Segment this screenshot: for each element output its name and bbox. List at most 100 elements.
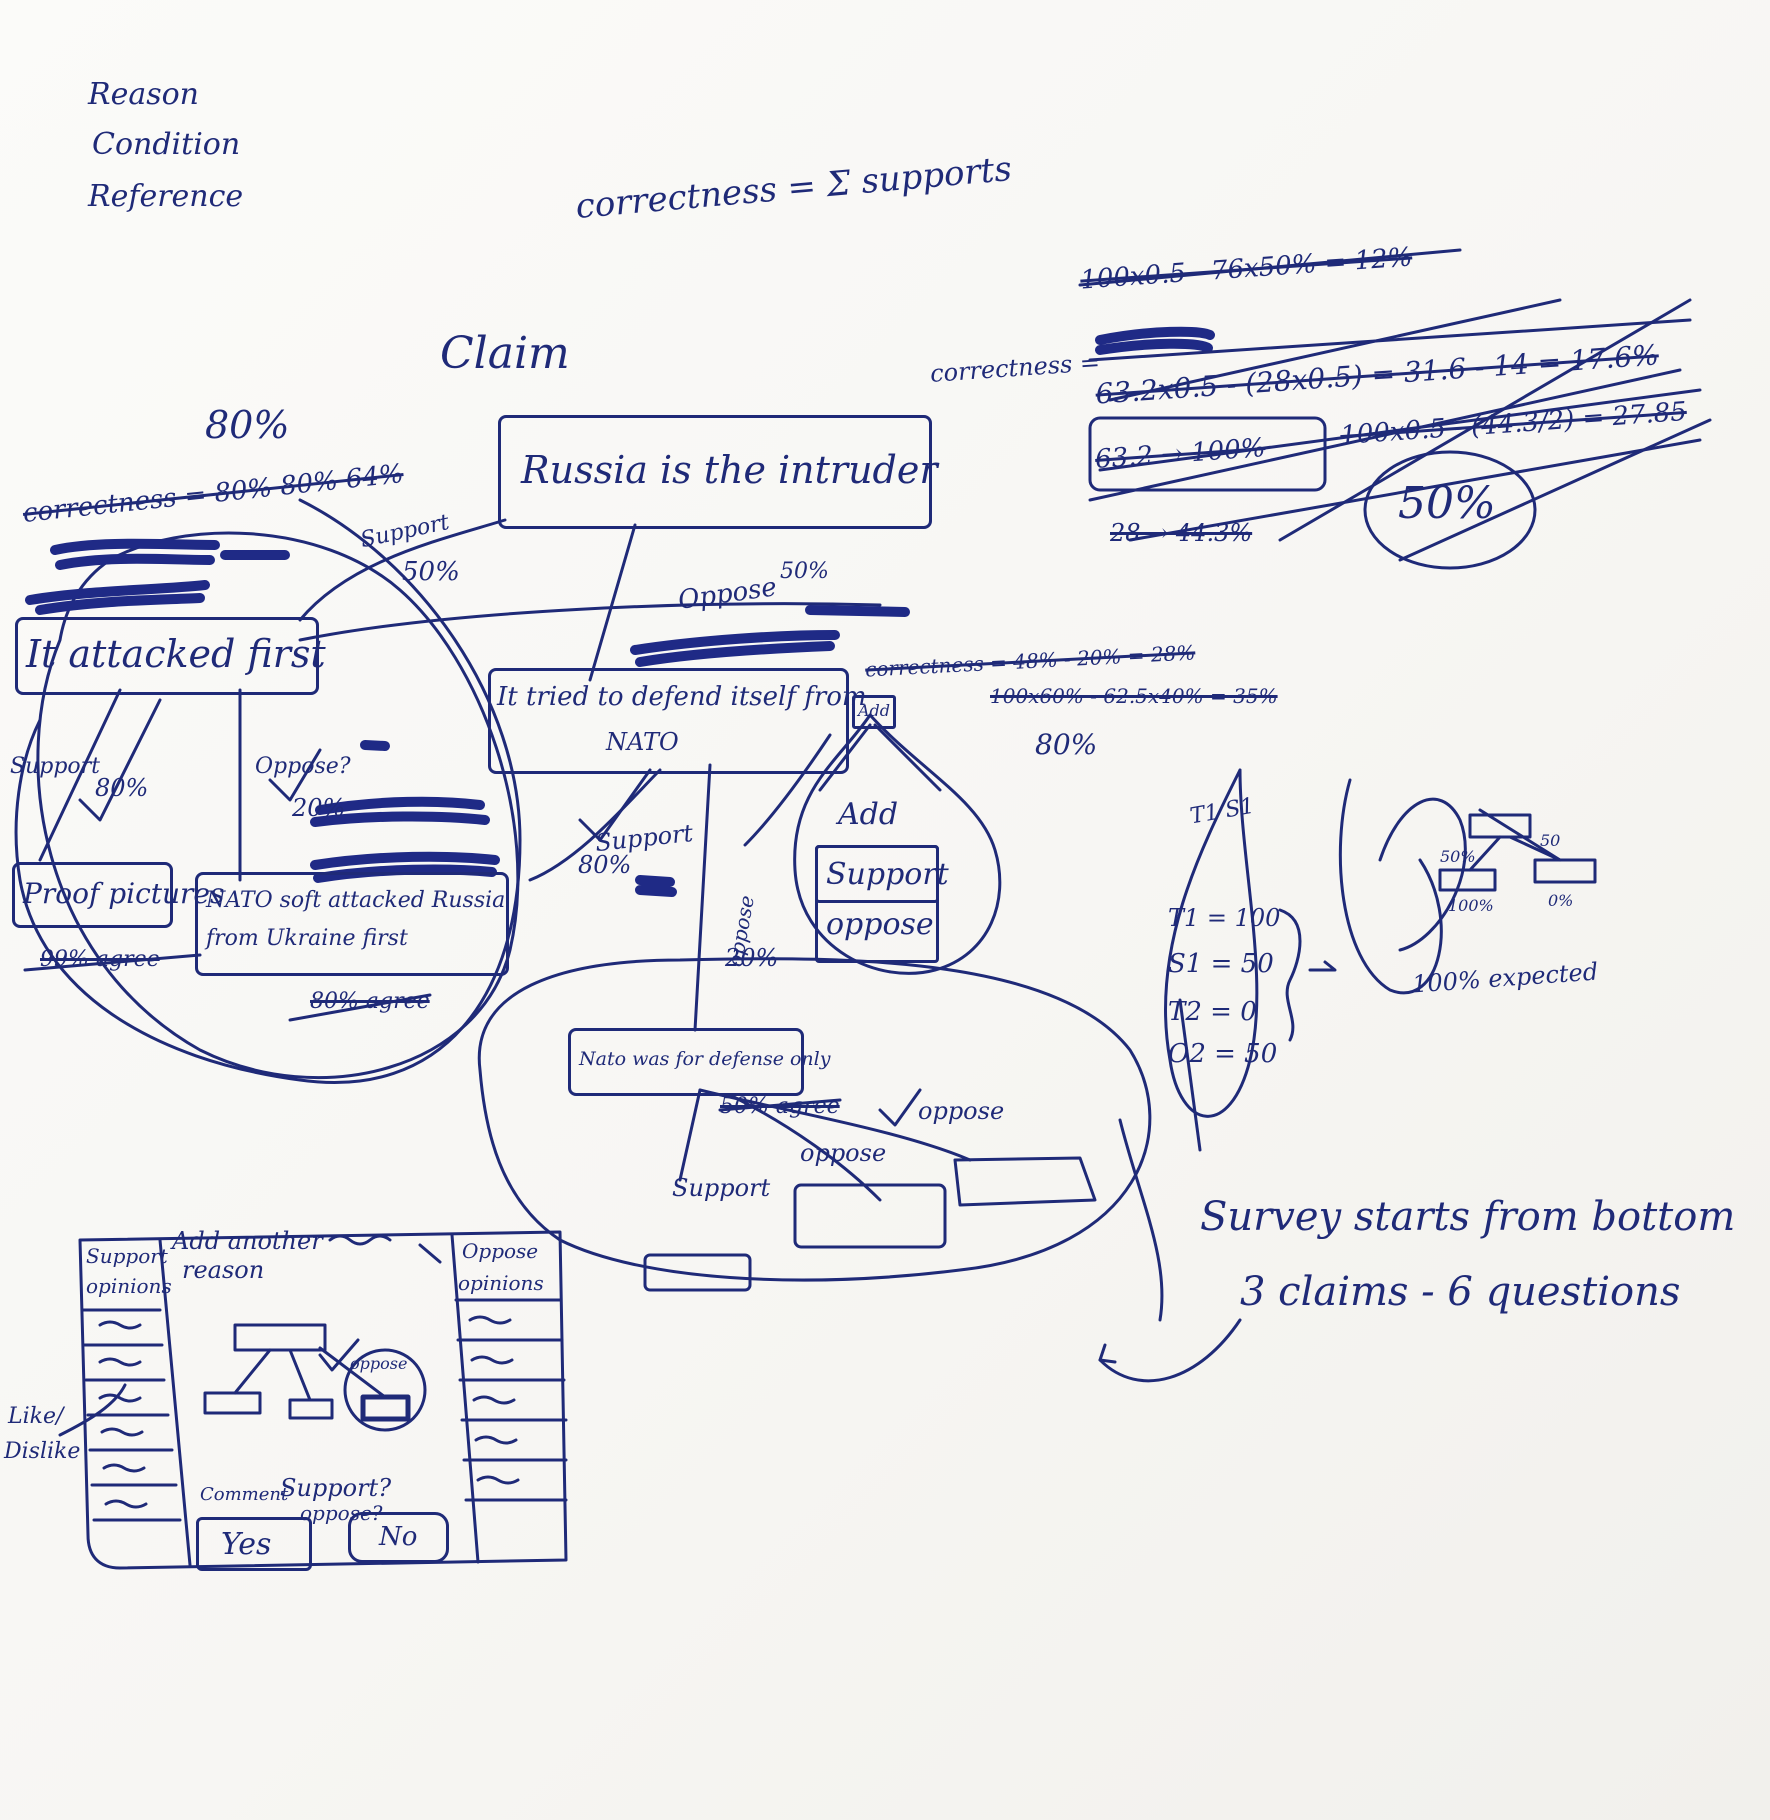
proof-pictures-box[interactable]: Proof pictures	[12, 862, 224, 928]
mockup-tree-child-3	[360, 1394, 411, 1422]
reason2-oppose-child-pct: 20%	[725, 944, 779, 972]
reason2-text-line2: NATO	[606, 728, 679, 756]
mockup-oppose-header-line1: Oppose	[462, 1239, 539, 1263]
scribble-4	[630, 630, 840, 667]
reason2-add-tag[interactable]: Add	[852, 695, 896, 729]
calc-right-t2: T2 = 0	[1168, 997, 1257, 1027]
mockup-tree-oppose-label: oppose	[350, 1354, 408, 1373]
add-bubble-title: Add	[838, 797, 899, 832]
reason1-text: It attacked first	[26, 632, 326, 676]
reason2-box[interactable]: It tried to defend itself from NATO	[488, 668, 867, 774]
claim-pct-circle	[1363, 450, 1537, 570]
reason2-oppose-pct: 50%	[780, 559, 829, 584]
mockup-tree-child-2	[288, 1398, 334, 1420]
reason2-to-add-line	[818, 723, 872, 792]
defense-oppose-check	[878, 1088, 922, 1127]
mockup-add-reason-line2: reason	[182, 1256, 265, 1284]
mockup-yes-text: Yes	[221, 1527, 272, 1562]
legend-reason: Reason	[88, 77, 200, 112]
proof-agree-strike	[23, 953, 202, 972]
calc-right-pct50a: 50%	[1440, 847, 1476, 866]
reason1-outer-loop	[14, 498, 522, 1085]
reason2-pct: 80%	[1035, 728, 1098, 761]
reason1-box[interactable]: It attacked first	[15, 617, 326, 695]
mockup-comment-label: Comment	[200, 1484, 289, 1505]
defense-child-box-right	[953, 1156, 1097, 1207]
reason2-text-line1: It tried to defend itself from	[497, 682, 867, 712]
mockup-no-text: No	[379, 1522, 418, 1552]
legend-reference: Reference	[88, 179, 244, 214]
reason2-support-check	[578, 768, 652, 842]
mockup-left-row-lines	[80, 1308, 182, 1522]
calc-strike-3	[1108, 298, 1562, 402]
calc-strike-2	[1088, 318, 1692, 362]
claim-label: Claim	[440, 328, 570, 379]
claim-to-reason1-line	[298, 518, 507, 622]
calc-right-s1: S1 = 50	[1168, 949, 1274, 979]
calc-right-o2: O2 = 50	[1168, 1039, 1278, 1069]
nato-defense-text: Nato was for defense only	[579, 1048, 831, 1070]
mockup-tree-root	[233, 1323, 327, 1352]
mockup-tree-links	[233, 1346, 387, 1402]
proof-agree: 99% agree	[40, 947, 160, 972]
reason1-support-child-pct: 80%	[95, 774, 149, 802]
mockup-yes-button[interactable]: Yes	[196, 1517, 312, 1571]
mockup-support-question: Support?	[280, 1474, 392, 1502]
mockup-oppose-header-line2: opinions	[458, 1271, 544, 1295]
nato-defense-box[interactable]: Nato was for defense only	[568, 1028, 830, 1096]
add-bubble-outline	[793, 713, 1002, 975]
mini-tree-right	[1533, 858, 1597, 884]
reason1-oppose-check	[268, 748, 322, 802]
defense-child-box-middle	[793, 1183, 947, 1249]
calc-strike-8	[1398, 418, 1712, 562]
mockup-right-column-divider	[450, 1233, 480, 1564]
mockup-left-squiggles	[98, 1320, 148, 1509]
swirl-left	[1163, 768, 1259, 1118]
mockup-support-header-line2: opinions	[86, 1274, 172, 1298]
calc-strike-4	[1098, 388, 1702, 472]
swirl-arrow	[1308, 960, 1337, 972]
claim-to-reason2-line	[588, 523, 637, 682]
mockup-like-label-line1: Like/	[8, 1404, 64, 1429]
mockup-tree-oppose-circle	[343, 1348, 427, 1432]
calc-right-pct100: 100%	[1448, 896, 1494, 915]
nato-soft-attack-box[interactable]: NATO soft attacked Russia from Ukraine f…	[195, 872, 509, 976]
scribble-5	[805, 605, 910, 617]
reason1-oppose-child-pct: 20%	[292, 794, 346, 822]
swirl-tail	[1178, 998, 1202, 1152]
swirl-right	[1378, 797, 1467, 952]
calc-strike-7	[1278, 298, 1692, 542]
mockup-like-label-line2: Dislike	[4, 1439, 81, 1464]
mini-tree-left	[1438, 868, 1497, 892]
add-support-text: Support	[826, 857, 949, 892]
nato-agree: 80% agree	[310, 989, 430, 1014]
swirl-middle	[1338, 778, 1443, 995]
reason2-add-tag-text: Add	[858, 701, 891, 720]
mockup-left-column-divider	[158, 1238, 192, 1567]
legend-condition: Condition	[92, 127, 241, 162]
calc-right-t1: T1 = 100	[1168, 904, 1281, 932]
survey-arrowhead	[1098, 1343, 1117, 1364]
mini-tree-link-3	[1478, 808, 1562, 862]
add-oppose-button[interactable]: oppose	[826, 907, 934, 942]
defense-child-box-left	[643, 1253, 752, 1292]
mini-tree-link-1	[1468, 835, 1502, 872]
scribble-6	[310, 796, 490, 827]
mockup-add-reason-line1[interactable]: Add another	[172, 1227, 323, 1255]
calc-line4: 28 → 44.3%	[1110, 519, 1253, 547]
scribble-marks	[25, 326, 1215, 897]
calc-strikes	[1078, 248, 1712, 562]
reason2-calc: 100x60% - 62.5x40% = 35%	[990, 684, 1278, 708]
mockup-tree-child-1	[203, 1391, 262, 1415]
mockup-right-row-lines	[454, 1298, 568, 1502]
nato-defense-agree: 50% agree	[720, 1094, 840, 1119]
add-support-button[interactable]: Support	[815, 845, 949, 903]
scribble-10	[360, 740, 390, 751]
nato-defense-group-ellipse	[477, 957, 1152, 1282]
mockup-no-button[interactable]: No	[348, 1512, 449, 1563]
calc-right-pct50b: 50	[1540, 831, 1561, 850]
claim-box[interactable]: Russia is the intruder	[498, 415, 938, 529]
reason1-pct-top: 80%	[205, 403, 290, 447]
reason1-support-check	[78, 698, 162, 822]
mockup-support-header-line1: Support	[86, 1244, 168, 1268]
